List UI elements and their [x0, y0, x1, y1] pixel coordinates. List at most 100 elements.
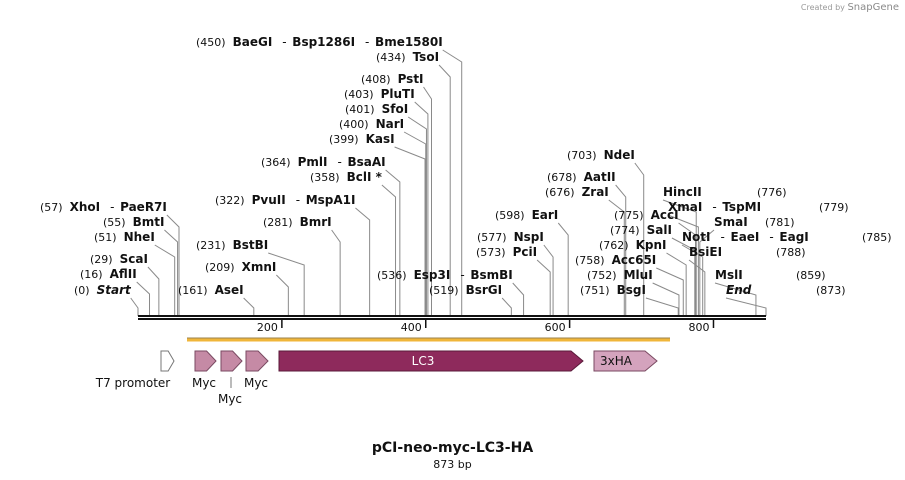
- cut-site-position: (281): [263, 216, 293, 229]
- name-separator: -: [721, 230, 725, 244]
- cut-site-position: (779): [819, 201, 849, 214]
- cut-site-sfoi[interactable]: (401)SfoI: [345, 102, 408, 116]
- enzyme-name: Acc65I: [612, 253, 657, 267]
- cut-site-position: (788): [776, 246, 806, 259]
- leader-line: [501, 297, 512, 316]
- cut-site-position: (758): [575, 254, 605, 267]
- cut-site-nspi[interactable]: (577)NspI: [477, 230, 544, 244]
- cut-site-position: (598): [495, 209, 525, 222]
- cut-site-labels: (450)BaeGI-Bsp1286I-Bme1580I(434)TsoI (40…: [40, 35, 892, 297]
- cut-site-acc65i[interactable]: (758) Acc65I: [575, 253, 656, 267]
- cut-site-xmai[interactable]: XmaI-TspMI(779): [668, 200, 849, 214]
- cut-site-tsoi[interactable]: (434)TsoI: [376, 50, 439, 64]
- cut-site-bcli[interactable]: (358)BclI *: [310, 170, 383, 184]
- enzyme-name: AatII: [584, 170, 616, 184]
- cut-site-zrai[interactable]: (676)ZraI: [545, 185, 609, 199]
- leader-line: [615, 184, 627, 316]
- enzyme-name: Start: [97, 283, 132, 297]
- cut-site-scai[interactable]: (29)ScaI: [90, 252, 148, 266]
- cut-site-end[interactable]: End(873): [726, 283, 846, 297]
- enzyme-name: BsrGI: [466, 283, 503, 297]
- myc-tag-arrow: [194, 350, 217, 372]
- cut-site-acci[interactable]: (775)AccI: [614, 208, 679, 222]
- cut-site-position: (519): [429, 284, 459, 297]
- cut-site-pluti[interactable]: (403)PluTI: [344, 87, 415, 101]
- name-separator: -: [296, 193, 300, 207]
- enzyme-name: TsoI: [413, 50, 439, 64]
- cut-site-nari[interactable]: (400)NarI: [339, 117, 404, 131]
- cut-site-bmti[interactable]: (55)BmtI: [103, 215, 164, 229]
- cut-site-position: (57): [40, 201, 63, 214]
- leader-line: [381, 184, 397, 316]
- cut-site-bsiei[interactable]: BsiEI (788): [689, 245, 806, 259]
- cut-site-ndei[interactable]: (703)NdeI: [567, 148, 635, 162]
- cut-site-position: (536): [377, 269, 407, 282]
- cut-site-position: (577): [477, 231, 507, 244]
- leader-line: [276, 274, 289, 316]
- cut-site-smai[interactable]: SmaI(781): [714, 215, 795, 229]
- leader-line: [652, 282, 680, 316]
- enzyme-name: AseI: [215, 283, 244, 297]
- enzyme-name: PvuII: [252, 193, 286, 207]
- cut-site-xmni[interactable]: (209)XmnI: [205, 260, 276, 274]
- cut-site-position: (873): [816, 284, 846, 297]
- cut-site-bsrgi[interactable]: (519) BsrGI: [429, 283, 502, 297]
- leader-line: [634, 162, 645, 316]
- myc-tag-arrow: [245, 350, 269, 372]
- enzyme-name: BmtI: [133, 215, 165, 229]
- cut-site-aflii[interactable]: (16)AflII: [80, 267, 137, 281]
- enzyme-name: BaeGI: [233, 35, 273, 49]
- t7-promoter-label: T7 promoter: [95, 376, 171, 390]
- enzyme-name: BstBI: [233, 238, 269, 252]
- cut-site-position: (676): [545, 186, 575, 199]
- cut-site-bsgi[interactable]: (751)BsgI: [580, 283, 646, 297]
- cut-site-pvuii[interactable]: (322)PvuII-MspA1I: [215, 193, 355, 207]
- cut-site-hincii[interactable]: HincII(776): [663, 185, 787, 199]
- cut-site-aatii[interactable]: (678)AatII: [547, 170, 616, 184]
- cut-site-bstbi[interactable]: (231)BstBI: [196, 238, 268, 252]
- leader-line: [656, 267, 684, 316]
- cut-site-position: (209): [205, 261, 235, 274]
- name-separator: -: [110, 200, 114, 214]
- lc3-feature-arrow: [278, 350, 584, 372]
- cut-site-position: (322): [215, 194, 245, 207]
- cut-site-psti[interactable]: (408)PstI: [361, 72, 424, 86]
- enzyme-name: BclI *: [347, 170, 383, 184]
- cut-site-bmri[interactable]: (281)BmrI: [263, 215, 332, 229]
- cut-site-start[interactable]: (0)Start: [74, 283, 132, 297]
- cut-site-eari[interactable]: (598)EarI: [495, 208, 558, 222]
- name-separator: -: [712, 200, 716, 214]
- cut-site-kpni[interactable]: (762)KpnI: [599, 238, 667, 252]
- cut-site-position: (859): [796, 269, 826, 282]
- cut-site-xhoi[interactable]: (57)XhoI-PaeR7I: [40, 200, 167, 214]
- enzyme-name: NarI: [376, 117, 405, 131]
- enzyme-name: EaeI: [731, 230, 760, 244]
- enzyme-name: Bsp1286I: [292, 35, 355, 49]
- cut-site-position: (775): [614, 209, 644, 222]
- cut-site-pcii[interactable]: (573)PciI: [476, 245, 537, 259]
- cut-site-mlui[interactable]: (752)MluI: [587, 268, 653, 282]
- leader-line: [662, 199, 697, 316]
- cut-site-nhei[interactable]: (51)NheI: [94, 230, 155, 244]
- enzyme-name: BsiEI: [689, 245, 722, 259]
- cut-site-sali[interactable]: (774)SalI: [610, 223, 672, 237]
- leader-line: [166, 214, 180, 316]
- cut-site-kasi[interactable]: (399)KasI: [329, 132, 395, 146]
- name-separator: -: [282, 35, 286, 49]
- cut-site-baegi[interactable]: (450)BaeGI-Bsp1286I-Bme1580I: [196, 35, 443, 49]
- enzyme-name: PciI: [513, 245, 538, 259]
- cut-site-msli[interactable]: MslI(859): [715, 268, 826, 282]
- cut-site-position: (364): [261, 156, 291, 169]
- cut-site-esp3i[interactable]: (536)Esp3I-BsmBI: [377, 268, 513, 282]
- leader-line: [725, 297, 767, 316]
- leader-line: [394, 146, 426, 316]
- cut-site-pmli[interactable]: (364)PmlI-BsaAI: [261, 155, 386, 169]
- cut-site-asei[interactable]: (161)AseI: [178, 283, 244, 297]
- enzyme-name: Esp3I: [414, 268, 451, 282]
- enzyme-name: EagI: [779, 230, 808, 244]
- cut-site-position: (776): [757, 186, 787, 199]
- leader-line: [136, 281, 151, 316]
- cut-site-noti[interactable]: NotI-EaeI-EagI(785): [682, 230, 892, 244]
- enzyme-name: KasI: [366, 132, 395, 146]
